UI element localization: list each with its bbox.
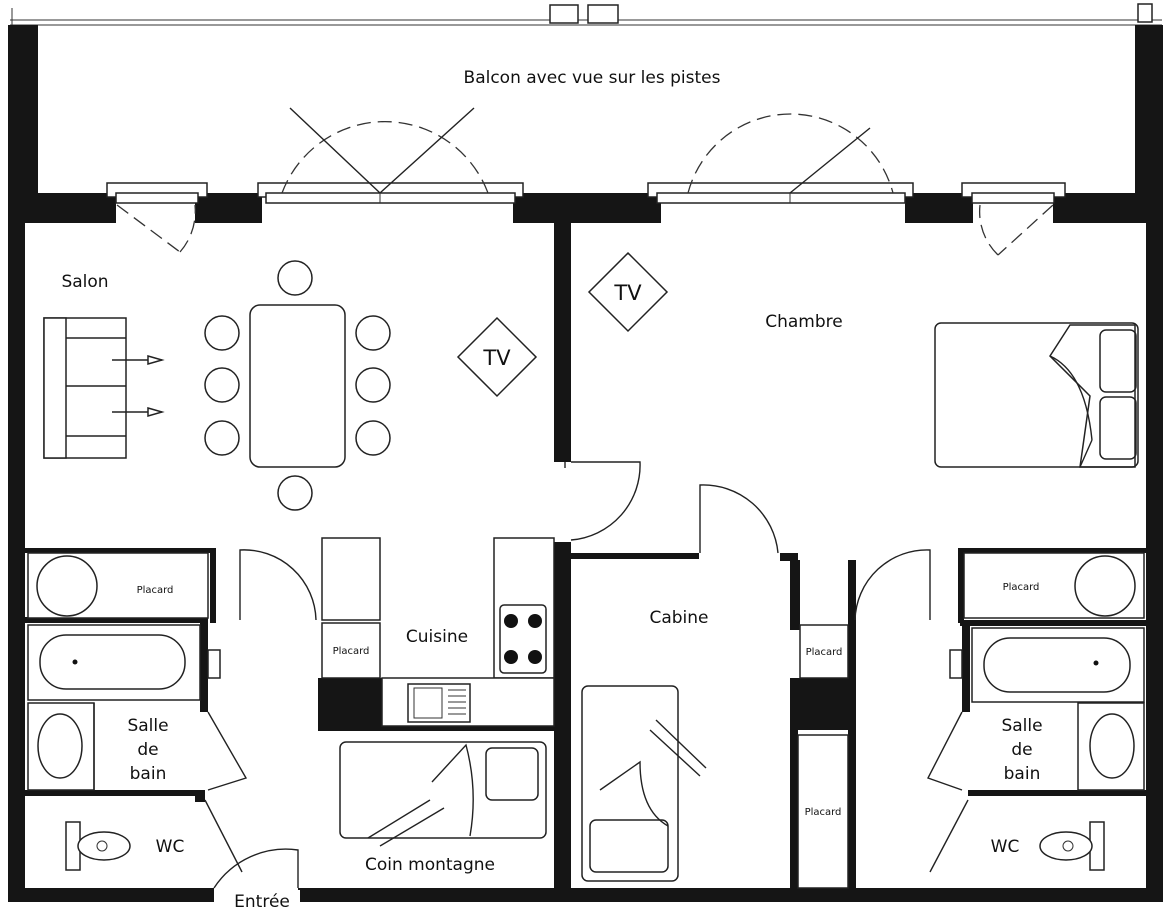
bathtub-left (27, 624, 221, 701)
walls (8, 25, 1163, 902)
room-label-salle-de-bain-right-3: bain (1004, 764, 1041, 784)
washbasin-left (27, 702, 95, 791)
tv-salon: TV (456, 316, 538, 398)
placard-cuisine: Placard (321, 622, 381, 679)
tv-salon-label: TV (482, 346, 511, 370)
placard-chambre-label: Placard (1003, 582, 1040, 593)
room-label-chambre: Chambre (765, 312, 843, 332)
door-swings (116, 107, 1054, 889)
toilet-left (65, 821, 131, 871)
placard-cabine-bottom: Placard (797, 734, 849, 889)
room-label-wc-left: WC (156, 837, 185, 857)
tv-chambre: TV (587, 251, 669, 333)
room-label-salle-de-bain-left-3: bain (130, 764, 167, 784)
placard-cabine-top: Placard (799, 624, 849, 679)
cabine-bed (581, 685, 707, 882)
room-label-wc-right: WC (991, 837, 1020, 857)
room-label-salle-de-bain-right-2: de (1011, 740, 1032, 760)
room-label-balcon: Balcon avec vue sur les pistes (464, 68, 721, 88)
room-label-salle-de-bain-left-1: Salle (127, 716, 168, 736)
room-label-entree: Entrée (234, 892, 290, 911)
tv-chambre-label: TV (613, 281, 642, 305)
bathtub-right (949, 627, 1145, 703)
dining-table (204, 260, 391, 511)
room-label-salon: Salon (61, 272, 108, 292)
placard-chambre: Placard (963, 552, 1145, 619)
entrance: Entrée (218, 890, 300, 911)
room-label-cabine: Cabine (649, 608, 708, 628)
sofa (43, 317, 165, 459)
toilet-right (1039, 821, 1105, 871)
placard-salon: Placard (27, 552, 209, 619)
double-bed (934, 322, 1139, 468)
placard-cabine-bottom-label: Placard (805, 807, 842, 818)
placard-cuisine-label: Placard (333, 646, 370, 657)
room-label-cuisine: Cuisine (406, 627, 468, 647)
kitchen-counter (321, 537, 555, 727)
placard-salon-label: Placard (137, 585, 174, 596)
balcony-railing (10, 3, 1162, 26)
room-label-salle-de-bain-left-2: de (137, 740, 158, 760)
washbasin-right (1077, 702, 1145, 791)
coin-montagne-bed (339, 741, 547, 847)
room-label-coin-montagne: Coin montagne (365, 855, 495, 875)
windows (106, 182, 1066, 204)
placard-cabine-top-label: Placard (806, 647, 843, 658)
room-label-salle-de-bain-right-1: Salle (1001, 716, 1042, 736)
